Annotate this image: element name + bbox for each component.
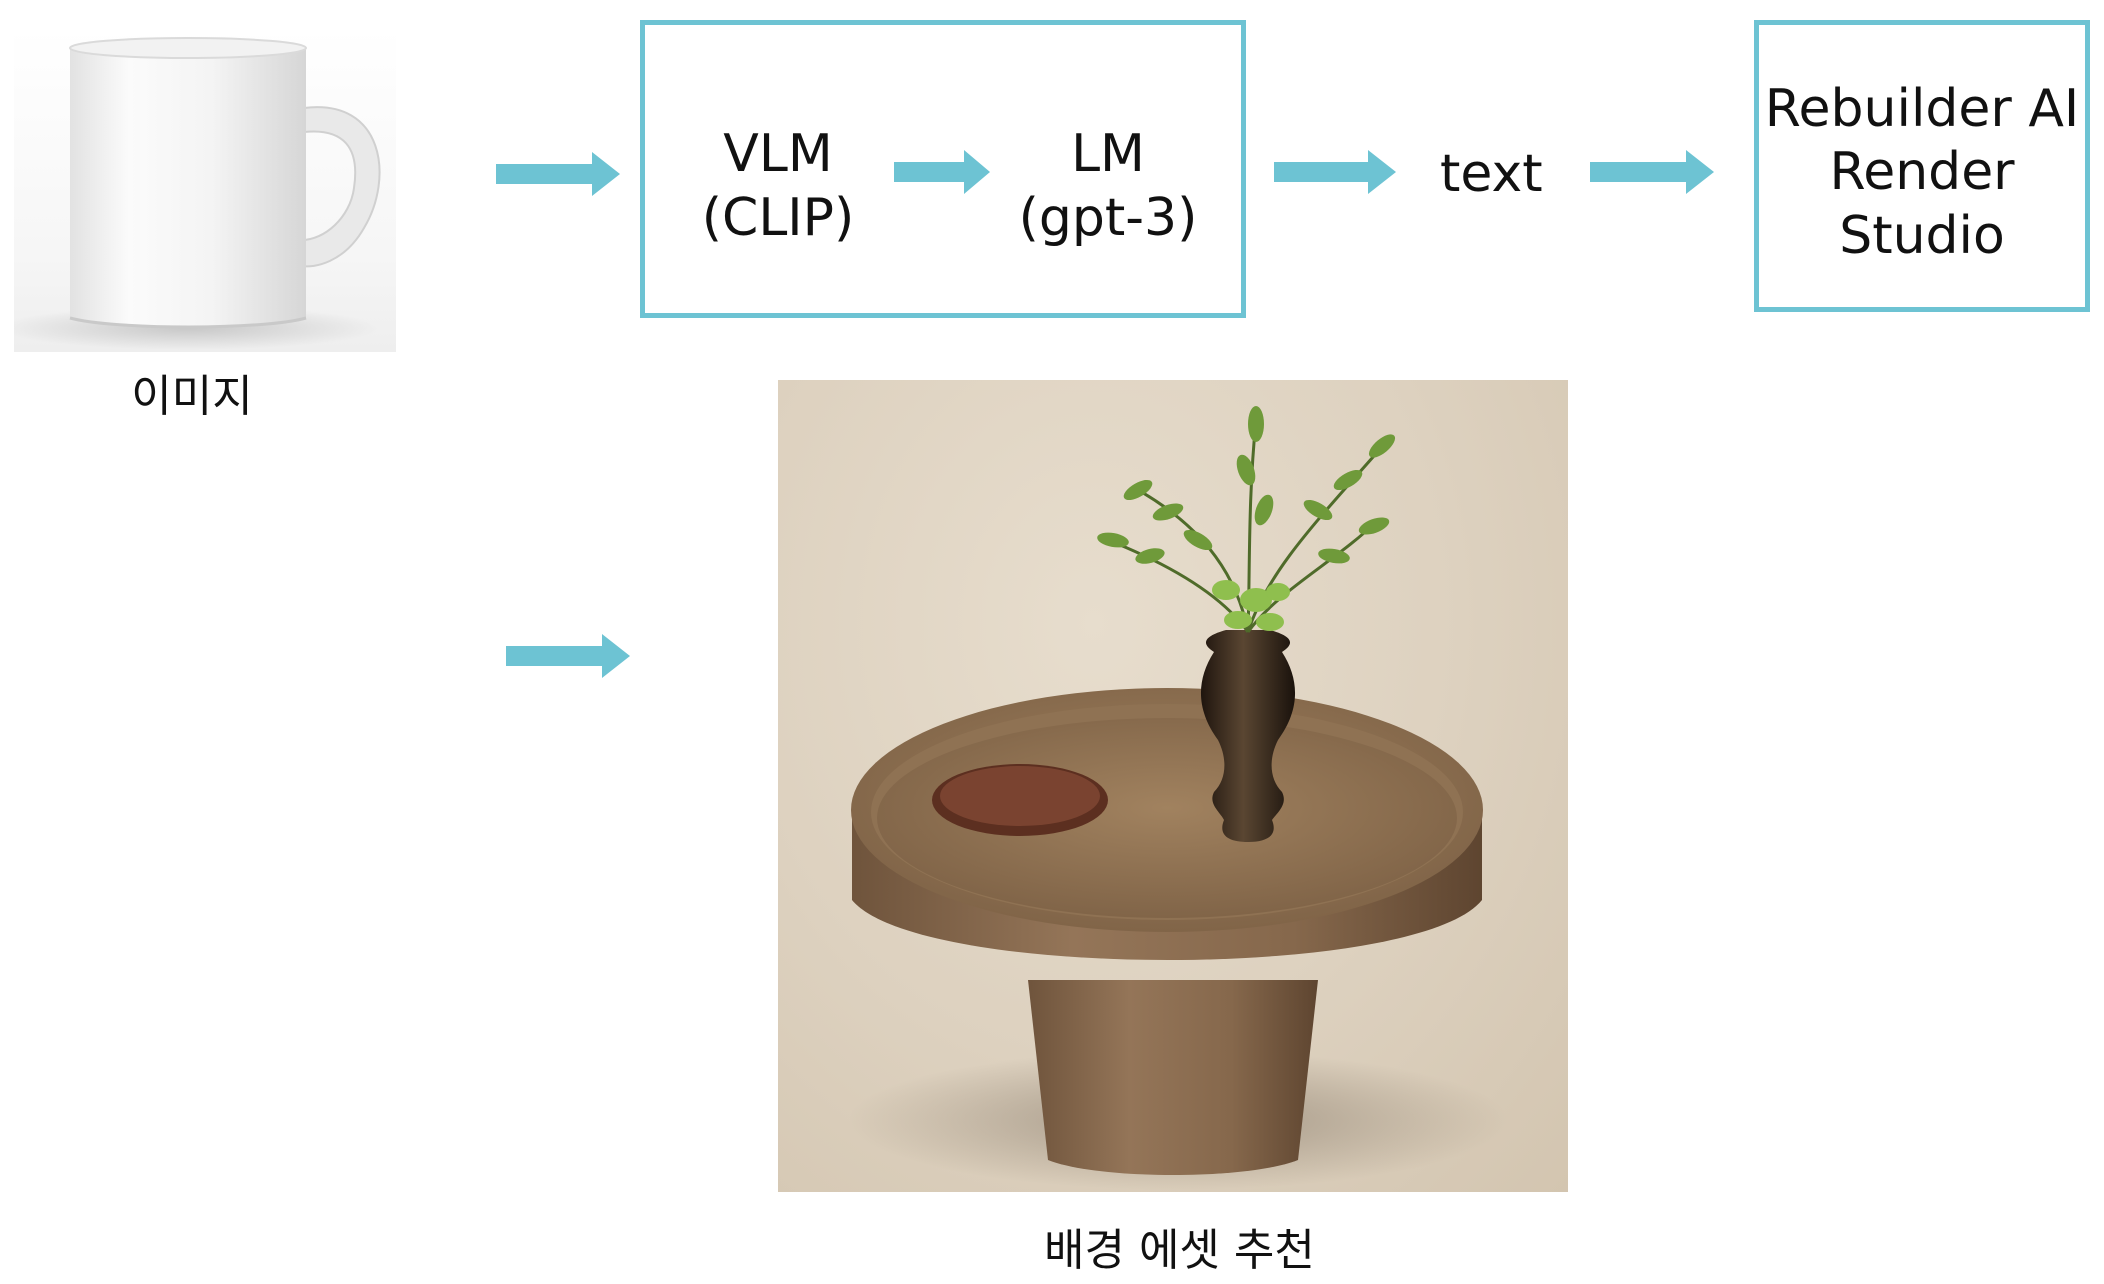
vlm-title: VLM xyxy=(723,124,833,184)
lm-node: LM (gpt-3) xyxy=(1010,122,1206,251)
input-image-caption: 이미지 xyxy=(131,371,253,422)
renderer-box xyxy=(1754,20,2090,312)
background-asset-render xyxy=(778,380,1568,1192)
arrow-right-icon xyxy=(496,152,620,196)
vlm-model: (CLIP) xyxy=(701,188,855,249)
renderer-label: Rebuilder AI Render Studio xyxy=(1754,78,2090,268)
lm-title: LM xyxy=(1071,124,1145,184)
arrow-shape xyxy=(506,634,630,678)
arrow-right-icon xyxy=(1590,150,1714,194)
vlm-node: VLM (CLIP) xyxy=(680,122,876,251)
text-output-label: text xyxy=(1440,144,1543,204)
mug-illustration xyxy=(14,37,381,350)
renderer-line-3: Studio xyxy=(1839,205,2005,266)
arrow-right-icon xyxy=(506,634,630,678)
arrow-right-icon xyxy=(894,150,990,194)
arrow-shape xyxy=(1590,150,1714,194)
mug-image xyxy=(14,28,396,352)
renderer-line-1: Rebuilder AI xyxy=(1764,79,2080,139)
lm-model: (gpt-3) xyxy=(1018,188,1198,249)
table-illustration xyxy=(848,406,1508,1190)
arrow-shape xyxy=(894,150,990,194)
arrow-shape xyxy=(1274,150,1396,194)
arrow-right-icon xyxy=(1274,150,1396,194)
model-pipeline-box xyxy=(640,20,1246,318)
arrow-shape xyxy=(496,152,620,196)
output-image-caption: 배경 에셋 추천 xyxy=(1044,1225,1315,1276)
renderer-line-2: Render xyxy=(1829,142,2015,203)
